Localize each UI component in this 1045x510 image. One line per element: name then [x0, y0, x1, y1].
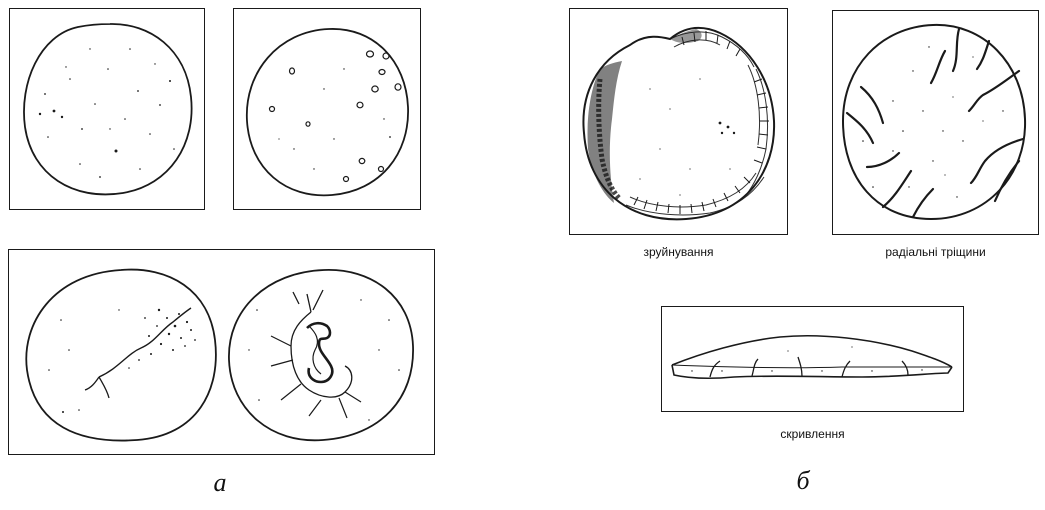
- panel-a-cracked-discs: [8, 249, 435, 455]
- cracked-discs-drawing: [9, 250, 434, 454]
- destroyed-disc-drawing: [570, 9, 787, 234]
- warped-slab-drawing: [662, 307, 963, 411]
- panel-a-pored-disc: [233, 8, 421, 210]
- pored-disc-drawing: [234, 9, 420, 209]
- caption-destruction: зруйнування: [569, 245, 788, 259]
- caption-radial-cracks: радіальні тріщини: [832, 245, 1039, 259]
- panel-b-destruction: [569, 8, 788, 235]
- panel-b-warping: [661, 306, 964, 412]
- panel-a-dotted-disc: [9, 8, 205, 210]
- group-a-label: а: [200, 468, 240, 498]
- dotted-disc-drawing: [10, 9, 204, 209]
- radial-cracks-drawing: [833, 11, 1038, 234]
- group-b-label: б: [783, 466, 823, 496]
- caption-warping: скривлення: [661, 427, 964, 441]
- panel-b-radial-cracks: [832, 10, 1039, 235]
